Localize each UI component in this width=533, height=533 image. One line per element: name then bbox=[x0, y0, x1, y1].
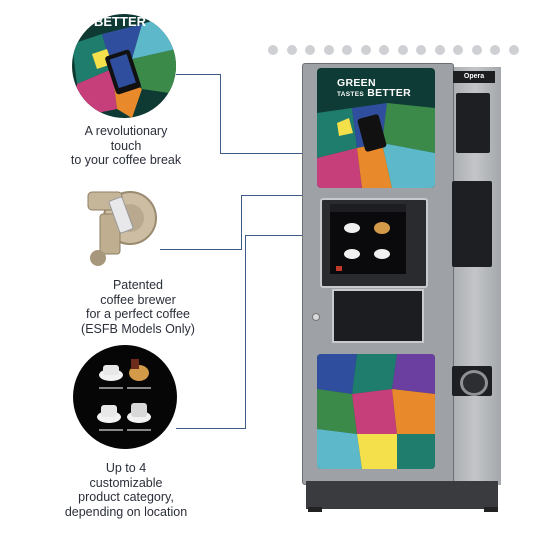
machine-bottom-artwork bbox=[317, 354, 435, 469]
touch-artwork-circle: BETTER bbox=[72, 14, 176, 118]
dot bbox=[323, 45, 334, 55]
dot bbox=[360, 45, 371, 55]
dot bbox=[305, 45, 315, 55]
machine-foot-left bbox=[308, 507, 322, 512]
dot bbox=[416, 45, 426, 55]
dot bbox=[471, 45, 482, 55]
feature-caption-touch: A revolutionary touch to your coffee bre… bbox=[70, 124, 182, 167]
dot bbox=[379, 45, 389, 55]
brewer-icon bbox=[87, 191, 157, 266]
connector-line-touch-h1 bbox=[176, 74, 221, 76]
coffee-brewer-image bbox=[78, 178, 162, 270]
machine-foot-right bbox=[484, 507, 498, 512]
coin-return-knob-icon[interactable] bbox=[460, 370, 488, 396]
connector-line-brewer-h1 bbox=[160, 249, 242, 251]
touch-screen[interactable] bbox=[330, 204, 406, 274]
dot bbox=[490, 45, 500, 55]
product-menu-circle bbox=[73, 345, 177, 449]
dot bbox=[286, 45, 297, 55]
door-handle[interactable] bbox=[312, 313, 320, 321]
dot bbox=[453, 45, 463, 55]
payment-slot bbox=[452, 181, 492, 267]
brand-badge: Opera bbox=[453, 71, 495, 83]
menu-grid-icon bbox=[330, 204, 406, 271]
panel-slogan: GREEN TASTES BETTER bbox=[337, 77, 411, 99]
top-display-slot bbox=[456, 93, 490, 153]
connector-line-cat-h1 bbox=[176, 428, 246, 430]
connector-line-brewer-h2 bbox=[241, 195, 326, 197]
cup-dispensing-area bbox=[332, 289, 424, 343]
vending-machine: GREEN TASTES BETTER Opera bbox=[302, 63, 501, 512]
pagination-dots bbox=[268, 45, 527, 55]
abstract-art-icon bbox=[317, 103, 435, 188]
connector-line-brewer-v bbox=[241, 195, 243, 250]
dot bbox=[268, 45, 278, 55]
feature-caption-brewer: Patented coffee brewer for a perfect cof… bbox=[81, 278, 195, 336]
machine-base bbox=[306, 481, 498, 509]
dot bbox=[434, 45, 445, 55]
connector-line-touch-v bbox=[220, 74, 222, 154]
coffee-cups-icon bbox=[97, 359, 151, 431]
dot bbox=[397, 45, 408, 55]
connector-line-touch-h2 bbox=[220, 153, 316, 155]
connector-line-cat-v bbox=[245, 235, 247, 429]
abstract-art-icon bbox=[72, 14, 176, 118]
circle-top-text: BETTER bbox=[94, 14, 146, 29]
feature-caption-categories: Up to 4 customizable product category, d… bbox=[64, 461, 188, 519]
dot bbox=[342, 45, 352, 55]
dot bbox=[508, 45, 519, 55]
connector-line-cat-h2 bbox=[245, 235, 345, 237]
abstract-art-icon bbox=[317, 354, 435, 469]
machine-top-artwork: GREEN TASTES BETTER bbox=[317, 68, 435, 188]
